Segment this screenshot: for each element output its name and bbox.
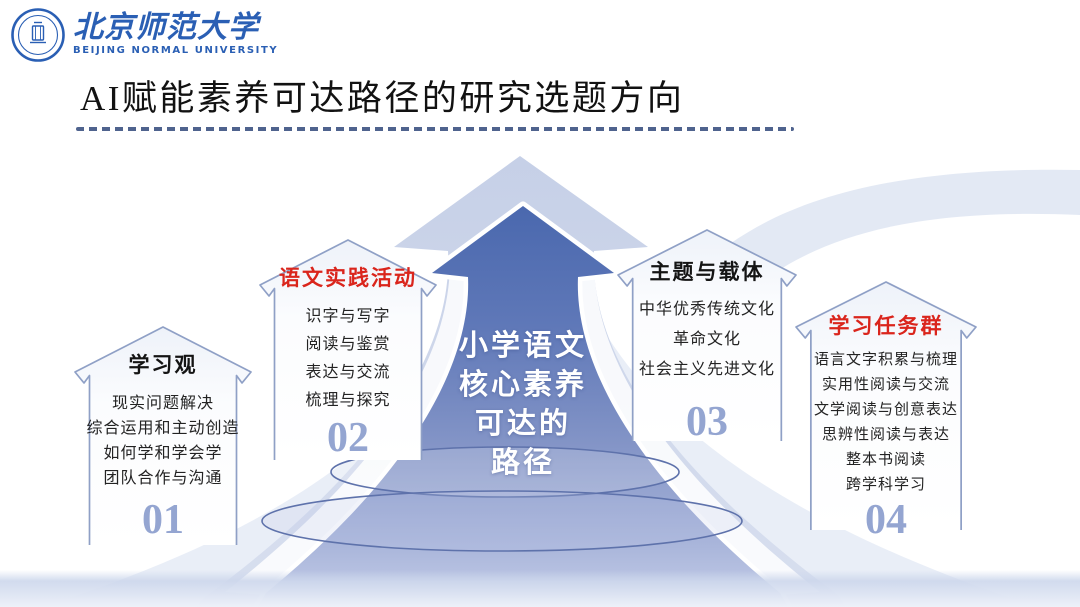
house-item: 实用性阅读与交流: [821, 377, 950, 393]
house-item: 社会主义先进文化: [638, 361, 775, 378]
house-number: 04: [865, 497, 907, 543]
house-item: 阅读与鉴赏: [305, 336, 391, 353]
center-arrow-label: 小学语文 核心素养 可达的 路径: [450, 327, 596, 483]
house-item: 文学阅读与创意表达: [813, 402, 958, 418]
house-01-learning-view: 学习观 现实问题解决 综合运用和主动创造 如何学和学会学 团队合作与沟通 01: [73, 325, 253, 547]
house-number: 01: [142, 497, 184, 543]
center-line: 核心素养: [458, 369, 587, 401]
house-arrow-shape: [795, 281, 977, 530]
house-title: 学习观: [128, 353, 198, 377]
university-logo: 北京师范大学 BEIJING NORMAL UNIVERSITY: [10, 7, 278, 63]
house-item: 梳理与探究: [305, 392, 391, 409]
house-arrow-shape: [259, 239, 437, 460]
house-item: 思辨性阅读与表达: [821, 427, 950, 443]
university-seal-icon: [11, 8, 65, 62]
house-item: 语言文字积累与梳理: [813, 352, 958, 368]
logo-text: 北京师范大学 BEIJING NORMAL UNIVERSITY: [73, 7, 279, 57]
house-arrow-shape: [74, 326, 252, 545]
inner-arrow-shape: [253, 201, 793, 607]
house-item: 团队合作与沟通: [103, 470, 223, 487]
lower-dish-ellipse: [261, 490, 743, 552]
house-item-list: 语言文字积累与梳理 实用性阅读与交流 文学阅读与创意表达 思辨性阅读与表达 整本…: [814, 348, 958, 498]
university-name-cn: 北京师范大学: [73, 11, 259, 44]
house-02-language-practice: 语文实践活动 识字与写字 阅读与鉴赏 表达与交流 梳理与探究 02: [258, 238, 438, 462]
center-line: 路径: [490, 447, 555, 479]
bottom-band: [0, 570, 1080, 607]
house-item: 中华优秀传统文化: [638, 301, 775, 318]
center-line: 可达的: [474, 408, 571, 440]
house-item-list: 中华优秀传统文化 革命文化 社会主义先进文化: [639, 295, 775, 385]
house-04-learning-task-groups: 学习任务群 语言文字积累与梳理 实用性阅读与交流 文学阅读与创意表达 思辨性阅读…: [794, 280, 978, 542]
house-title: 语文实践活动: [279, 266, 417, 290]
house-item: 识字与写字: [305, 308, 391, 325]
slide-title: AI赋能素养可达路径的研究选题方向: [80, 79, 685, 118]
house-item: 表达与交流: [305, 364, 391, 381]
house-arrow-shape: [617, 229, 797, 441]
university-name-en: BEIJING NORMAL UNIVERSITY: [73, 45, 279, 56]
house-item: 现实问题解决: [111, 395, 214, 412]
house-item: 综合运用和主动创造: [86, 420, 240, 437]
house-item-list: 识字与写字 阅读与鉴赏 表达与交流 梳理与探究: [305, 303, 390, 415]
house-item: 整本书阅读: [845, 452, 926, 468]
house-number: 03: [686, 399, 728, 445]
title-underline: [76, 127, 794, 131]
house-title: 学习任务群: [828, 314, 944, 338]
house-item-list: 现实问题解决 综合运用和主动创造 如何学和学会学 团队合作与沟通: [86, 391, 239, 491]
house-item: 如何学和学会学: [103, 445, 223, 462]
center-line: 小学语文: [458, 330, 587, 362]
house-item: 跨学科学习: [845, 477, 926, 493]
house-03-theme-carrier: 主题与载体 中华优秀传统文化 革命文化 社会主义先进文化 03: [616, 228, 798, 445]
house-item: 革命文化: [672, 331, 741, 348]
house-number: 02: [327, 415, 369, 461]
house-title: 主题与载体: [649, 260, 765, 284]
